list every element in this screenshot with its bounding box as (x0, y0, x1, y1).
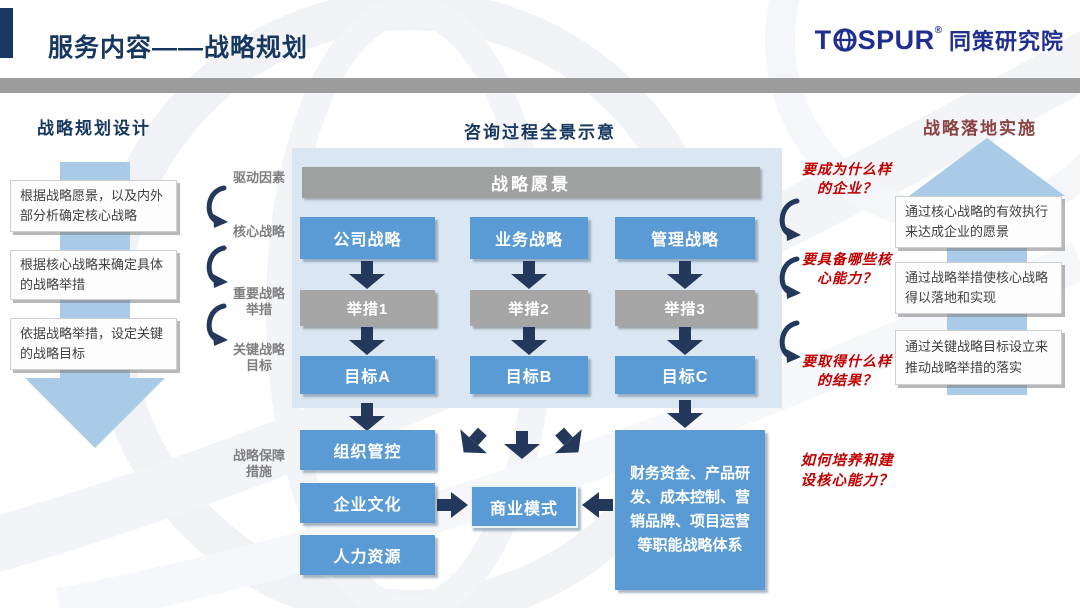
process-label-core-strategy: 核心战略 (232, 224, 285, 239)
page-title: 服务内容——战略规划 (48, 34, 309, 62)
logo-chinese-name: 同策研究院 (948, 29, 1064, 54)
consulting-panel: 战略愿景 公司战略 举措1 目标A 业务战略 举措2 目标B 管理战略 举措3 … (292, 148, 782, 408)
business-model-box: 商业模式 (470, 485, 578, 528)
panel-title: 咨询过程全景示意 (464, 123, 616, 142)
down-arrow-icon (667, 400, 703, 428)
down-arrow-icon (667, 261, 703, 289)
registered-mark: ® (934, 24, 942, 36)
down-arrow-icon (511, 261, 547, 289)
right-up-arrow-head (909, 138, 1065, 196)
curved-arrow-icon (779, 320, 801, 363)
down-arrow-icon (511, 327, 547, 355)
down-arrow-icon (349, 403, 385, 431)
goal-box: 目标A (300, 356, 435, 394)
right-step-box: 通过核心战略的有效执行来达成企业的愿景 (895, 196, 1062, 248)
tospur-logo: T SPUR ® 同策研究院 (815, 24, 1064, 56)
logo-letters-spur: SPUR (857, 24, 935, 55)
strategy-box: 公司战略 (300, 217, 435, 259)
curved-arrow-icon (206, 185, 228, 228)
functional-system-box: 财务资金、产品研发、成本控制、营销品牌、项目运营等职能战略体系 (615, 430, 765, 590)
curved-arrow-icon (206, 303, 228, 346)
curved-arrow-icon (206, 245, 228, 288)
title-accent-bar (0, 8, 13, 58)
question-annotation: 要取得什么样的结果？ (802, 353, 892, 388)
diagonal-arrow-icon (546, 420, 591, 465)
safeguard-box: 人力资源 (300, 535, 435, 575)
process-label-key-goals: 关键战略目标 (232, 342, 285, 374)
left-step-box: 根据战略愿景，以及内外部分析确定核心战略 (10, 180, 177, 232)
down-arrow-icon (349, 261, 385, 289)
curved-arrow-icon (779, 198, 801, 241)
goal-box: 目标C (615, 356, 755, 394)
down-arrow-icon (349, 327, 385, 355)
right-arrow-icon (437, 492, 468, 518)
left-column-title: 战略规划设计 (37, 119, 151, 138)
left-step-box: 根据核心战略来确定具体的战略举措 (10, 250, 177, 300)
measure-box: 举措1 (300, 290, 435, 326)
safeguard-box: 企业文化 (300, 483, 435, 523)
left-step-box: 依据战略举措，设定关键的战略目标 (10, 318, 177, 370)
process-label-key-measures: 重要战略举措 (232, 286, 285, 318)
process-label-drivers: 驱动因素 (232, 170, 285, 185)
measure-box: 举措3 (615, 290, 755, 326)
down-arrow-icon (667, 327, 703, 355)
question-annotation: 如何培养和建设核心能力？ (800, 453, 894, 489)
question-annotation: 要具备哪些核心能力？ (802, 251, 892, 286)
right-step-box: 通过关键战略目标设立来推动战略举措的落实 (895, 330, 1062, 385)
down-arrow-icon (504, 431, 540, 459)
process-label-safeguards: 战略保障措施 (232, 448, 285, 480)
curved-arrow-icon (779, 256, 801, 299)
measure-box: 举措2 (470, 290, 588, 326)
diagonal-arrow-icon (450, 420, 495, 465)
goal-box: 目标B (470, 356, 588, 394)
question-annotation: 要成为什么样的企业？ (802, 161, 892, 196)
left-down-arrow-head (25, 378, 165, 448)
header-divider-bar (0, 78, 1080, 93)
right-column-title: 战略落地实施 (923, 119, 1037, 138)
strategy-box: 管理战略 (615, 217, 755, 259)
left-arrow-icon (582, 492, 613, 518)
safeguard-box: 组织管控 (300, 430, 435, 470)
globe-icon (832, 28, 857, 52)
vision-bar: 战略愿景 (302, 167, 760, 198)
strategy-box: 业务战略 (470, 217, 588, 259)
logo-letter-t: T (814, 24, 832, 55)
right-step-box: 通过战略举措使核心战略得以落地和实现 (895, 262, 1062, 314)
